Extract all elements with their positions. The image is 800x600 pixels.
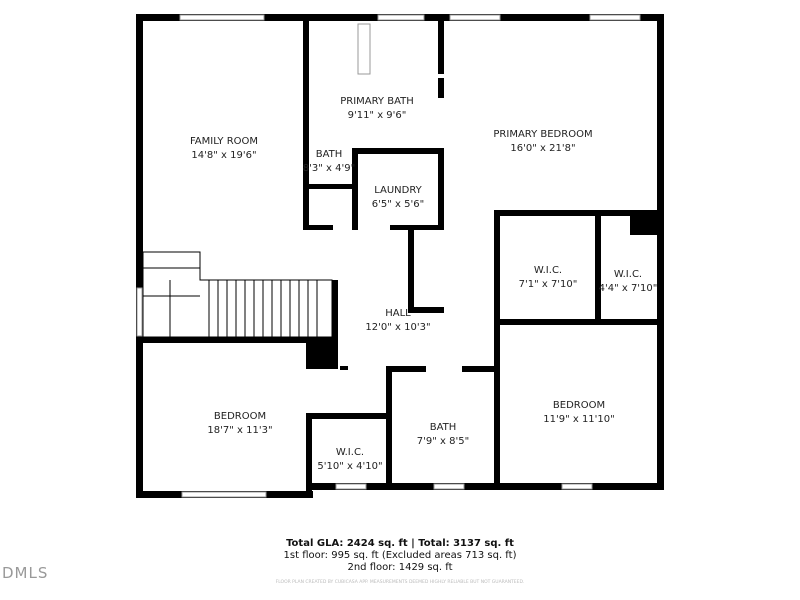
room-size: 14'8" x 19'6" [191, 150, 256, 161]
stairs [142, 251, 333, 338]
room-name: W.I.C. [614, 269, 642, 280]
room-name: PRIMARY BEDROOM [493, 129, 592, 140]
room-name: BEDROOM [214, 411, 266, 422]
room-name: HALL [385, 308, 411, 319]
room-size: 11'9" x 11'10" [543, 414, 615, 425]
room-name: W.I.C. [534, 265, 562, 276]
disclaimer: FLOOR PLAN CREATED BY CUBICASA APP. MEAS… [275, 580, 525, 585]
room-size: 4'4" x 7'10" [599, 283, 658, 294]
walls [136, 14, 664, 498]
room-size: 18'7" x 11'3" [207, 425, 272, 436]
room-name: W.I.C. [336, 447, 364, 458]
room-name: FAMILY ROOM [190, 136, 258, 147]
room-name: BEDROOM [553, 400, 605, 411]
room-size: 9'11" x 9'6" [348, 110, 407, 121]
total-area: Total GLA: 2424 sq. ft | Total: 3137 sq.… [286, 538, 514, 549]
room-size: 12'0" x 10'3" [365, 322, 430, 333]
windows [136, 14, 641, 498]
watermark: DMLS [2, 564, 49, 582]
room-size: 5'10" x 4'10" [317, 461, 382, 472]
room-size: 7'1" x 7'10" [519, 279, 578, 290]
room-name: BATH [430, 422, 457, 433]
room-name: BATH [316, 149, 343, 160]
room-size: 8'3" x 4'9" [303, 163, 355, 174]
room-name: PRIMARY BATH [340, 96, 414, 107]
room-name: LAUNDRY [374, 185, 422, 196]
room-labels: FAMILY ROOM 14'8" x 19'6" PRIMARY BATH 9… [190, 96, 657, 472]
room-size: 6'5" x 5'6" [372, 199, 424, 210]
room-size: 7'9" x 8'5" [417, 436, 469, 447]
room-size: 16'0" x 21'8" [510, 143, 575, 154]
first-floor-area: 1st floor: 995 sq. ft (Excluded areas 71… [283, 550, 517, 561]
second-floor-area: 2nd floor: 1429 sq. ft [347, 562, 453, 573]
